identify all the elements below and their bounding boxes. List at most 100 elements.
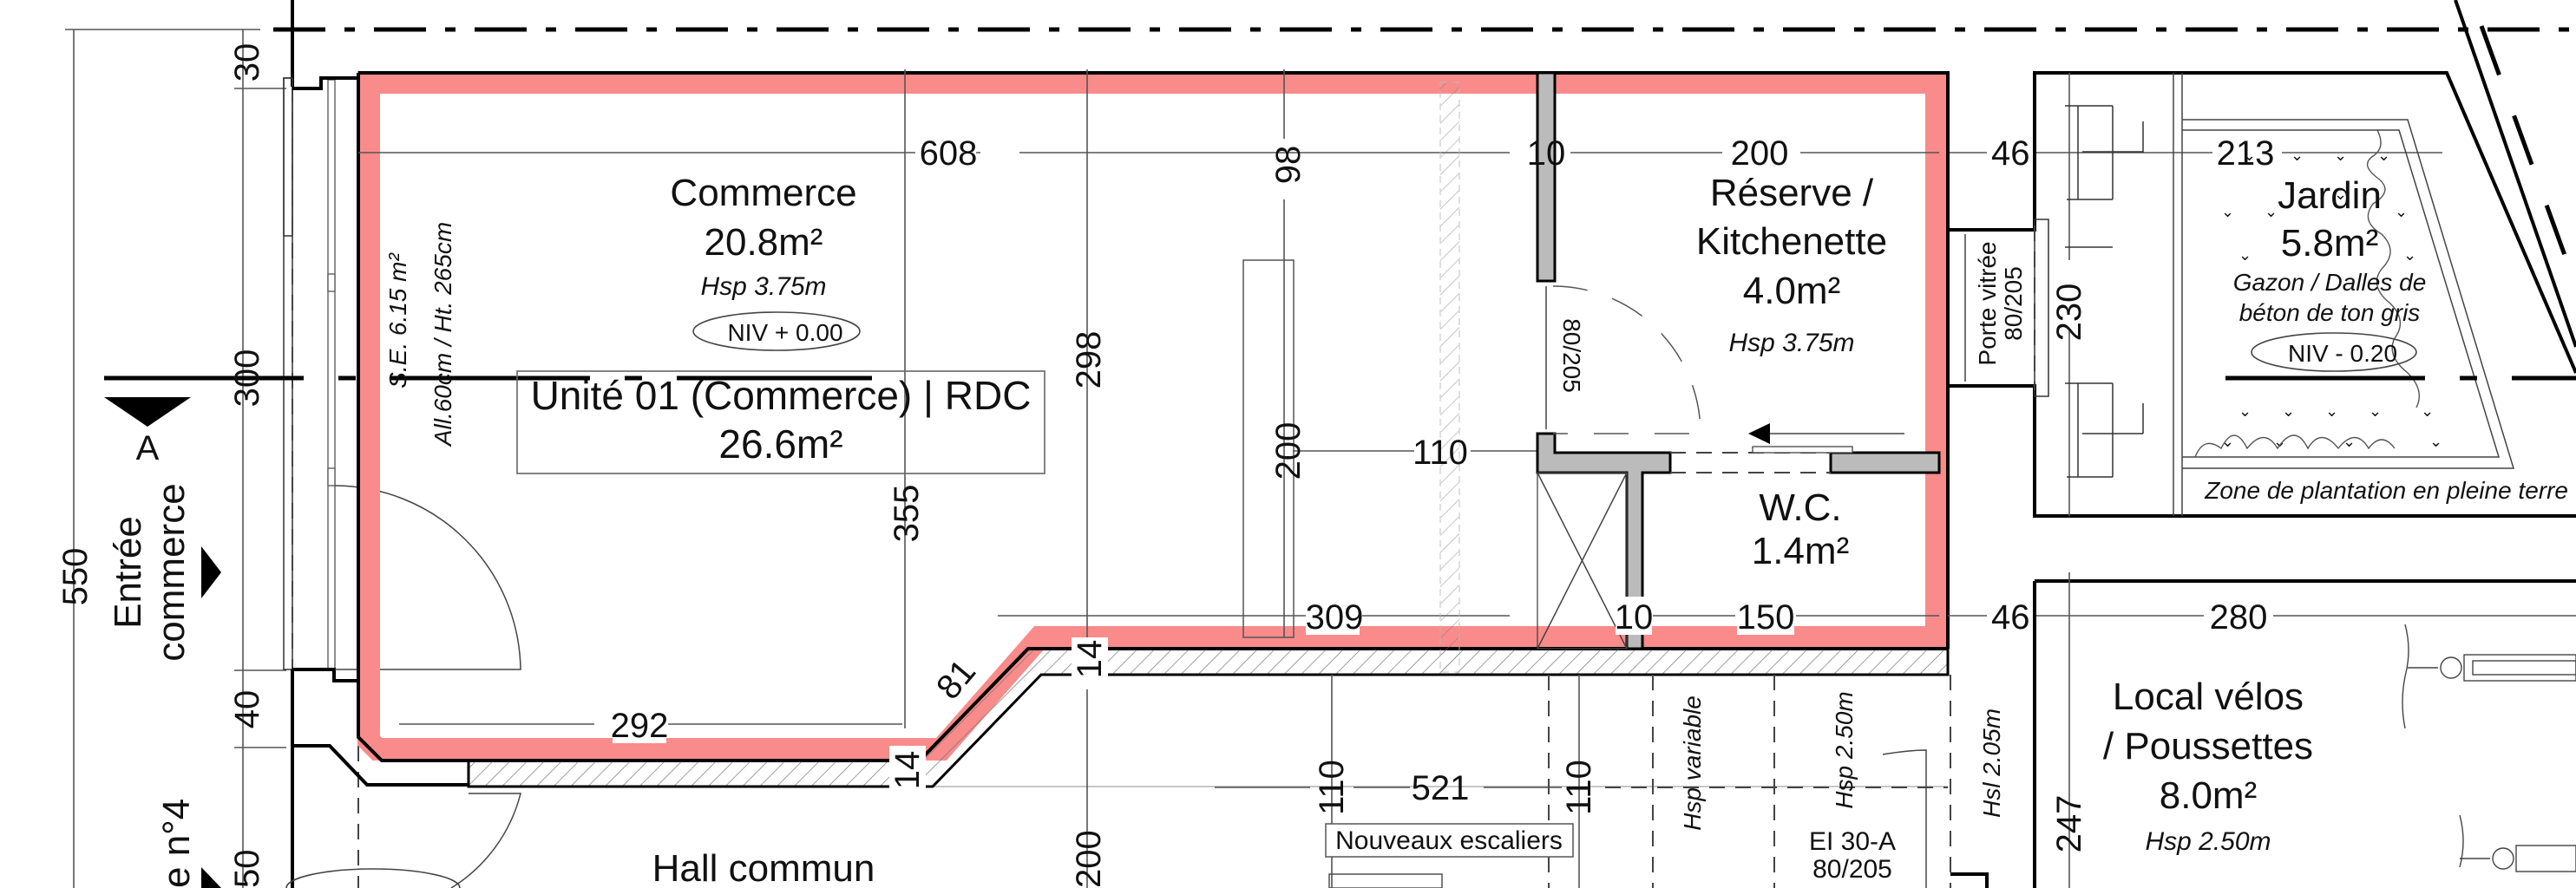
room-name-jardin: Jardin	[2278, 174, 2382, 217]
unit-area: 26.6m²	[718, 421, 842, 467]
svg-text:⌄: ⌄	[2291, 147, 2304, 164]
room-name-reserve-2: Kitchenette	[1696, 220, 1887, 263]
dim-40: 40	[228, 690, 266, 729]
svg-text:⌄: ⌄	[2265, 203, 2278, 220]
grass-markers: ⌄⌄⌄⌄ ⌄⌄⌄⌄ ⌄⌄ ⌄⌄⌄⌄⌄ ⌄⌄⌄⌄	[2221, 147, 2442, 450]
section-marker-label: A	[136, 429, 160, 467]
bike-rack-icon	[2402, 624, 2576, 872]
dim-298: 298	[1070, 331, 1108, 389]
ghost-column	[1439, 82, 1460, 673]
wall-lower-right	[1950, 872, 1989, 888]
dim-521: 521	[1412, 769, 1470, 807]
planting-zone-inner	[2182, 129, 2501, 458]
room-area-commerce: 20.8m²	[705, 221, 823, 264]
svg-text:⌄: ⌄	[2221, 203, 2234, 220]
room-height-commerce: Hsp 3.75m	[700, 272, 826, 301]
jardin-desc-1: Gazon / Dalles de	[2233, 269, 2427, 296]
hsp-variable-label: Hsp variable	[1679, 695, 1706, 831]
dim-150: 150	[1737, 598, 1795, 637]
door-glass-label-1: Porte vitrée	[1974, 241, 2001, 365]
dim-10-bottom: 10	[1615, 598, 1654, 637]
property-line-diagonal-dashed	[2479, 25, 2576, 287]
property-line-diagonal	[2454, 0, 2576, 348]
entry-label-2: commerce	[150, 483, 193, 661]
stairs	[1328, 873, 1443, 888]
wall-outer-top-right	[358, 71, 1950, 649]
svg-text:⌄: ⌄	[2325, 402, 2338, 420]
door-reserve-swing	[1552, 285, 1701, 434]
dim-110-right: 110	[1560, 760, 1598, 815]
room-name-hall: Hall commun	[652, 847, 875, 888]
mullion	[327, 273, 336, 292]
svg-text:⌄: ⌄	[2221, 433, 2234, 450]
shaft-cross	[1537, 472, 1628, 650]
unit-label-box	[516, 370, 1045, 474]
dim-200-top: 200	[1731, 134, 1789, 173]
unit-label: Unité 01 (Commerce) | RDC	[531, 373, 1032, 418]
arrow-left-icon	[1748, 423, 1770, 444]
window-note-1: S.E. 6.15 m²	[384, 252, 411, 388]
dim-280: 280	[2210, 598, 2268, 637]
dim-292: 292	[611, 707, 669, 745]
room-name-velos-1: Local vélos	[2113, 676, 2304, 718]
door-ei-label-1: EI 30-A	[1809, 827, 1896, 856]
dim-98: 98	[1269, 146, 1308, 185]
door-glass-label-2: 80/205	[2000, 266, 2027, 341]
room-name-velos-2: / Poussettes	[2103, 725, 2313, 767]
dim-300: 300	[228, 349, 266, 408]
dim-608: 608	[920, 134, 978, 173]
dim-200-bottom: 200	[1070, 830, 1108, 888]
partition-wall	[1536, 71, 1557, 283]
stairs-label-box	[1325, 823, 1574, 858]
svg-text:⌄: ⌄	[2238, 402, 2252, 420]
dimensions: 608 10 200 46 213 110 309 10 150 46 280 …	[56, 43, 2274, 888]
svg-text:⌄: ⌄	[2334, 186, 2347, 203]
dim-355: 355	[888, 485, 926, 543]
level-marker-commerce	[692, 311, 861, 351]
svg-text:⌄: ⌄	[2238, 246, 2252, 264]
room-height-velos: Hsp 2.50m	[2145, 827, 2271, 856]
window-frame	[283, 77, 293, 237]
dim-110-left: 110	[1313, 760, 1351, 815]
hall-door-swing	[450, 793, 521, 888]
hsp-250-label: Hsp 2.50m	[1831, 691, 1858, 808]
door-frame	[2034, 219, 2049, 397]
svg-text:⌄: ⌄	[2377, 147, 2390, 164]
hedge-outline	[2366, 129, 2420, 408]
stairs-label: Nouveaux escaliers	[1335, 826, 1563, 855]
hsl-205-label: Hsl 2.05m	[1978, 708, 2005, 818]
window-note-2: All.60cm / Ht. 265cm	[429, 222, 456, 447]
room-area-wc: 1.4m²	[1752, 530, 1849, 572]
dim-14-left: 14	[888, 751, 927, 790]
dim-46-top: 46	[1991, 134, 2030, 173]
room-area-velos: 8.0m²	[2160, 774, 2257, 817]
svg-text:⌄: ⌄	[2403, 246, 2416, 264]
level-jardin: NIV - 0.20	[2288, 340, 2397, 367]
level-marker-jardin	[2251, 332, 2417, 372]
planting-zone-outline	[2182, 119, 2515, 469]
svg-text:⌄: ⌄	[2429, 433, 2442, 450]
wall-velos	[2033, 579, 2576, 888]
svg-text:⌄: ⌄	[2334, 147, 2347, 164]
dim-309: 309	[1306, 598, 1364, 637]
wall-corner-bottom	[291, 668, 469, 787]
entry-4-label: e n°4	[155, 799, 198, 888]
wc-partition-wall-right	[1829, 451, 1941, 474]
svg-text:⌄: ⌄	[2343, 433, 2356, 450]
entry-arrow-icon	[201, 867, 221, 888]
room-height-reserve: Hsp 3.75m	[1728, 329, 1854, 357]
svg-text:⌄: ⌄	[2243, 147, 2256, 164]
dim-14-right: 14	[1071, 640, 1109, 679]
dim-230: 230	[2050, 284, 2088, 342]
svg-text:⌄: ⌄	[2282, 402, 2295, 420]
door-ei-label-2: 80/205	[1812, 855, 1892, 884]
jardin-desc-2: béton de ton gris	[2239, 299, 2421, 326]
section-arrow-icon	[104, 397, 191, 427]
facade-frame	[283, 77, 293, 670]
entry-label-1: Entrée	[107, 516, 149, 629]
door-reserve-label: 80/205	[1558, 318, 1585, 393]
mullion	[327, 467, 336, 486]
dim-213: 213	[2217, 134, 2275, 173]
dim-10-top: 10	[1527, 134, 1566, 173]
